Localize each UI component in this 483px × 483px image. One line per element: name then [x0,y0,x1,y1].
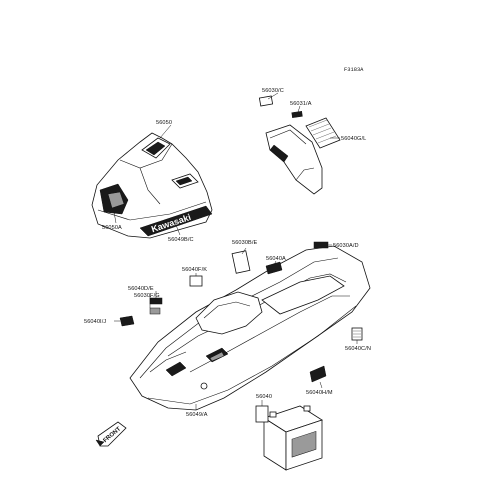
front-direction-tag [95,421,127,447]
decal-56040IJ [119,315,135,327]
leader-56050 [159,124,172,139]
leader-56031A [297,105,301,113]
battery [263,405,323,471]
leader-56049BC [175,224,181,236]
callout-56040CN: 56040C/N [345,346,371,352]
callout-56040: 56040 [256,394,272,400]
callout-56031A: 56031/A [290,101,312,107]
callout-56040A: 56040A [266,256,286,262]
callout-56030BE: 56030B/E [232,240,258,246]
callout-56040DE: 56040D/E [128,286,154,292]
decal-56031A [291,111,303,118]
leader-56040HM [319,381,323,389]
callout-56030FG: 56030F/G [134,293,160,299]
decal-56040FK [189,275,203,287]
leader-56040A [273,260,277,266]
callout-56040FK: 56040F/K [182,267,207,273]
decal-56040 [255,405,269,423]
warning-label-56040GL [305,117,341,149]
callout-56040IJ: 56040I/J [84,319,106,325]
callout-56049BC: 56049B/C [168,237,194,243]
callout-56050: 56050 [156,120,172,126]
leader-56050A [113,211,117,224]
callout-56049A: 56049/A [186,412,208,418]
callout-56040HM: 56040H/M [306,390,333,396]
hull [129,245,371,411]
decal-56030BE [231,250,251,274]
rear-cover [265,124,323,195]
figure-id: F3183A [344,67,364,73]
callout-56050A: 56050A [102,225,122,231]
leader-56030C [267,92,279,100]
callout-56040GL: 56040G/L [341,136,366,142]
leader-56030BE [241,247,247,255]
engine-hood [91,132,213,239]
decal-56040A [265,261,283,275]
decal-56030AD [313,241,329,249]
callout-56030AD: 56030A/D [333,243,359,249]
callout-56030C: 56030/C [262,88,284,94]
decal-56030FG [149,307,161,315]
decal-56040HM [309,365,327,383]
